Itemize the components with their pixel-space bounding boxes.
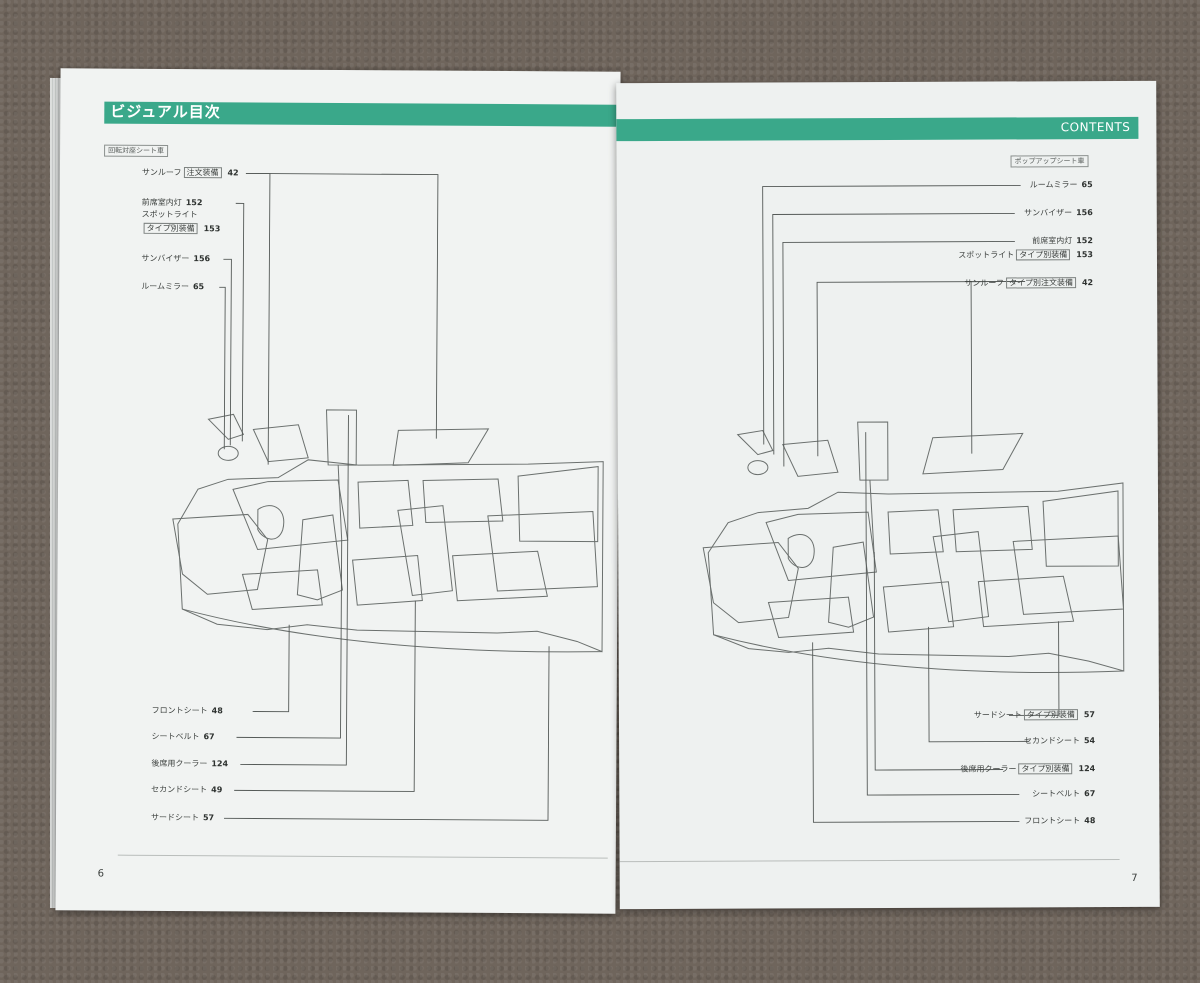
page-ref[interactable]: 48	[1084, 816, 1096, 826]
page-ref[interactable]: 49	[211, 785, 223, 795]
page-ref[interactable]: 152	[1076, 236, 1093, 246]
label-text: サンバイザー	[141, 253, 190, 264]
label-text: シートベルト	[1032, 789, 1081, 799]
label-badge: 注文装備	[183, 167, 222, 179]
page-ref[interactable]: 156	[1076, 208, 1093, 218]
label-text: フロントシート	[151, 705, 208, 716]
label-text: ルームミラー	[141, 281, 190, 292]
page-ref[interactable]: 48	[211, 706, 223, 716]
page-ref[interactable]: 65	[192, 282, 205, 292]
label-text: 前席室内灯	[1032, 236, 1073, 246]
label-badge: タイプ別注文装備	[1005, 277, 1076, 289]
page-ref[interactable]: 57	[1083, 710, 1095, 720]
label-text: 前席室内灯	[141, 197, 182, 208]
label-sunroof: サンルーフ注文装備 42	[142, 167, 239, 180]
label-text: セカンドシート	[151, 784, 208, 795]
page-ref[interactable]: 42	[1081, 278, 1094, 288]
label-spotlight-badge: タイプ別装備 153	[142, 222, 221, 235]
page-number: 7	[1131, 872, 1138, 884]
label-text: シートベルト	[151, 731, 200, 742]
label-text: スポットライト	[958, 250, 1015, 260]
page-number: 6	[97, 868, 105, 880]
label-spotlight: スポットライトタイプ別装備 153	[958, 249, 1093, 262]
label-badge: タイプ別装備	[1023, 709, 1078, 721]
page-ref[interactable]: 57	[202, 813, 215, 823]
page-ref[interactable]: 54	[1083, 736, 1096, 746]
label-text: 後席用クーラー	[151, 758, 208, 769]
van-interior-illustration	[702, 184, 1125, 823]
label-sunroof: サンルーフタイプ別注文装備 42	[964, 277, 1093, 290]
label-third-seat: サードシートタイプ別装備 57	[974, 709, 1095, 722]
label-text: セカンドシート	[1023, 736, 1080, 746]
page-ref[interactable]: 153	[203, 224, 221, 234]
left-page: ビジュアル目次 回転対座シート車	[55, 68, 621, 914]
label-text: サンバイザー	[1024, 208, 1073, 218]
page-ref[interactable]: 67	[203, 732, 215, 742]
label-badge: タイプ別装備	[1018, 763, 1073, 775]
page-ref[interactable]: 124	[1078, 764, 1096, 774]
van-interior-illustration	[172, 172, 604, 821]
label-badge: タイプ別装備	[143, 222, 198, 235]
label-text: サンルーフ	[141, 167, 182, 178]
page-ref[interactable]: 156	[193, 254, 211, 264]
label-text: スポットライト	[141, 209, 198, 220]
page-ref[interactable]: 153	[1076, 250, 1093, 260]
label-badge: タイプ別装備	[1016, 249, 1071, 261]
label-text: フロントシート	[1024, 816, 1081, 826]
label-text: サードシート	[973, 710, 1022, 720]
label-text: 後席用クーラー	[960, 764, 1017, 774]
page-ref[interactable]: 67	[1084, 789, 1096, 799]
label-text: サードシート	[150, 812, 200, 823]
label-spotlight: スポットライト	[142, 209, 198, 221]
page-ref[interactable]: 152	[185, 198, 203, 208]
page-ref[interactable]: 65	[1081, 180, 1093, 190]
label-text: ルームミラー	[1029, 180, 1078, 190]
label-rear-cooler: 後席用クーラータイプ別装備 124	[960, 763, 1095, 776]
page-ref[interactable]: 124	[211, 759, 229, 769]
right-page: CONTENTS ポップアップシート車	[616, 80, 1160, 910]
page-ref[interactable]: 42	[227, 168, 239, 178]
label-text: サンルーフ	[964, 278, 1004, 288]
